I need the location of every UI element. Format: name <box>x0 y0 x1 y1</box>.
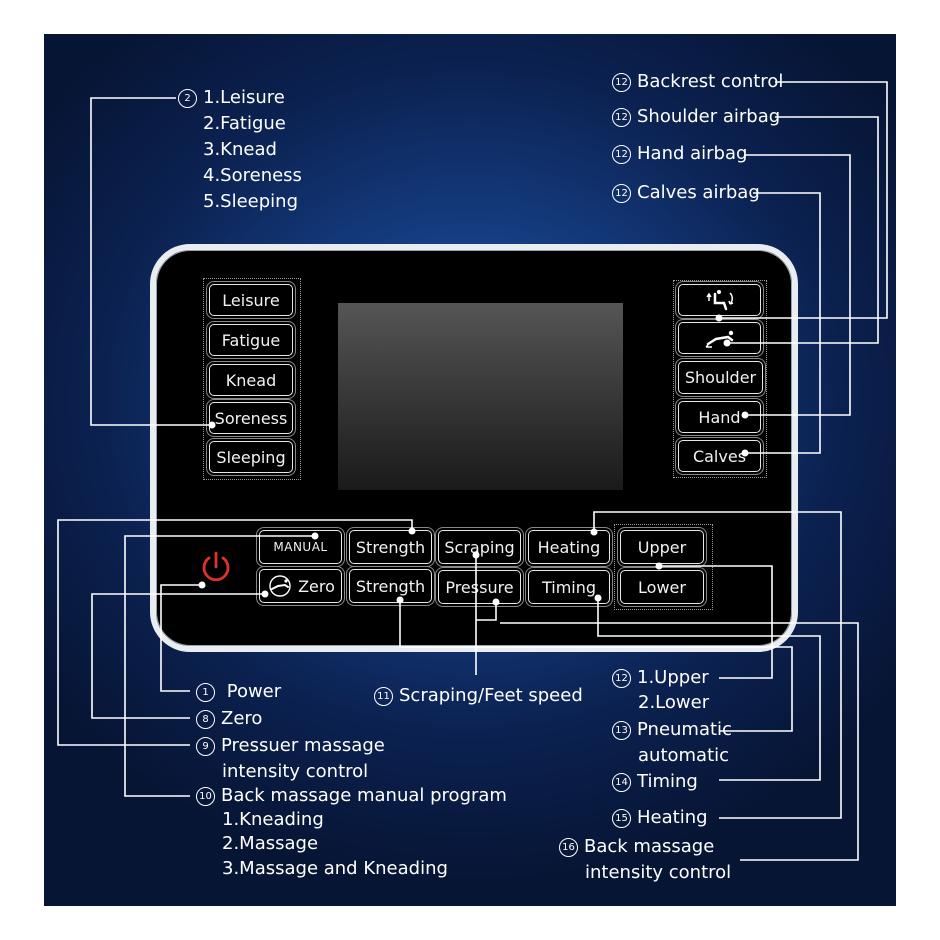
callout-text: Calves airbag <box>637 182 760 203</box>
callout-number: 13 <box>612 721 631 740</box>
callout-number: 12 <box>612 184 631 203</box>
callout-line: intensity control <box>222 761 369 782</box>
recline-button[interactable] <box>678 322 761 354</box>
upper-label: Upper <box>637 537 687 557</box>
callout-number: 15 <box>612 809 631 828</box>
callout-line: automatic <box>638 745 730 766</box>
callout-pressure: 9 Pressuer massage <box>196 735 385 757</box>
zero-gravity-icon <box>269 575 291 597</box>
callout-number: 16 <box>559 838 578 857</box>
timing-button[interactable]: Timing <box>528 570 610 604</box>
callout-text: Hand airbag <box>637 143 748 164</box>
backrest-button[interactable] <box>678 284 761 316</box>
callout-text: Zero <box>221 708 263 729</box>
shoulder-label: Shoulder <box>684 368 757 387</box>
manual-button[interactable]: MANUAL <box>259 530 342 564</box>
callout-line: 2.Lower <box>638 692 710 713</box>
callout-line: Pressuer massage <box>221 735 385 756</box>
calves-label: Calves <box>692 446 747 466</box>
heating-button[interactable]: Heating <box>528 530 610 564</box>
recline-icon <box>705 330 733 348</box>
display-screen <box>338 303 623 490</box>
hand-button[interactable]: Hand <box>678 401 761 433</box>
callout-upper-lower: 12 1.Upper <box>612 667 709 689</box>
timing-label: Timing <box>541 577 597 597</box>
sleeping-button[interactable]: Sleeping <box>209 441 293 473</box>
zero-label: Zero <box>298 576 335 596</box>
callout-heating: 15 Heating <box>612 807 708 829</box>
callout-number: 14 <box>612 773 631 792</box>
knead-button[interactable]: Knead <box>209 364 293 396</box>
callout-number: 8 <box>196 710 215 729</box>
callout-line: 3.Massage and Kneading <box>222 858 448 879</box>
callout-line: 1.Kneading <box>222 809 324 830</box>
callout-calves: 12 Calves airbag <box>612 182 760 204</box>
callout-manual: 10 Back massage manual program <box>196 785 507 807</box>
strength-top-button[interactable]: Strength <box>349 530 432 564</box>
callout-line: 3.Knead <box>203 139 277 160</box>
callout-scraping: 11 Scraping/Feet speed <box>374 685 583 707</box>
lower-label: Lower <box>638 577 686 597</box>
callout-number: 12 <box>612 73 631 92</box>
callout-line: intensity control <box>585 862 732 883</box>
strength-bottom-label: Strength <box>355 576 426 596</box>
scraping-label: Scraping <box>444 537 515 557</box>
callout-line: 2.Fatigue <box>203 113 286 134</box>
callout-shoulder: 12 Shoulder airbag <box>612 106 780 128</box>
leisure-button[interactable]: Leisure <box>209 284 293 316</box>
pressure-label: Pressure <box>445 577 514 597</box>
strength-top-label: Strength <box>355 537 426 557</box>
callout-line: Pneumatic <box>637 719 732 740</box>
callout-line: Back massage <box>584 836 715 857</box>
callout-number: 2 <box>178 89 197 108</box>
callout-number: 10 <box>196 787 215 806</box>
leisure-label: Leisure <box>222 290 280 310</box>
sleeping-label: Sleeping <box>216 447 286 467</box>
soreness-label: Soreness <box>214 408 288 428</box>
callout-line: 1.Upper <box>637 667 709 688</box>
upper-button[interactable]: Upper <box>620 530 704 564</box>
callout-line: 4.Soreness <box>203 165 302 186</box>
callout-pneumatic: 13 Pneumatic <box>612 719 732 741</box>
callout-modes: 2 1.Leisure <box>178 87 285 109</box>
zero-button[interactable]: Zero <box>259 569 342 603</box>
manual-label: MANUAL <box>273 540 328 554</box>
backrest-icon <box>705 290 733 311</box>
callout-number: 9 <box>196 737 215 756</box>
callout-number: 11 <box>374 687 393 706</box>
callout-text: Power <box>226 681 282 702</box>
callout-number: 12 <box>612 108 631 127</box>
callout-timing: 14 Timing <box>612 771 698 793</box>
callout-number: 12 <box>612 669 631 688</box>
callout-line: 2.Massage <box>222 833 319 854</box>
callout-number: 12 <box>612 145 631 164</box>
hand-label: Hand <box>698 407 741 427</box>
callout-intensity: 16 Back massage <box>559 836 714 858</box>
callout-number: 1 <box>196 683 215 702</box>
callout-hand: 12 Hand airbag <box>612 143 747 165</box>
callout-line: 5.Sleeping <box>203 191 299 212</box>
callout-text: Timing <box>637 771 698 792</box>
callout-text: Heating <box>637 807 708 828</box>
callout-line: Back massage manual program <box>221 785 507 806</box>
callout-zero: 8 Zero <box>196 708 262 730</box>
shoulder-button[interactable]: Shoulder <box>678 361 763 394</box>
strength-bottom-button[interactable]: Strength <box>349 569 432 603</box>
heating-label: Heating <box>537 537 601 557</box>
callout-power: 1 Power <box>196 681 281 703</box>
calves-button[interactable]: Calves <box>678 440 761 472</box>
callout-line: 1.Leisure <box>203 87 285 108</box>
callout-text: Scraping/Feet speed <box>399 685 583 706</box>
callout-text: Shoulder airbag <box>637 106 781 127</box>
knead-label: Knead <box>225 370 277 390</box>
lower-button[interactable]: Lower <box>620 570 704 604</box>
soreness-button[interactable]: Soreness <box>209 402 293 434</box>
pressure-button[interactable]: Pressure <box>438 570 521 604</box>
fatigue-label: Fatigue <box>221 330 281 350</box>
power-icon[interactable] <box>198 549 234 585</box>
callout-backrest: 12 Backrest control <box>612 71 783 93</box>
fatigue-button[interactable]: Fatigue <box>209 324 293 356</box>
scraping-button[interactable]: Scraping <box>438 530 521 564</box>
callout-text: Backrest control <box>637 71 784 92</box>
